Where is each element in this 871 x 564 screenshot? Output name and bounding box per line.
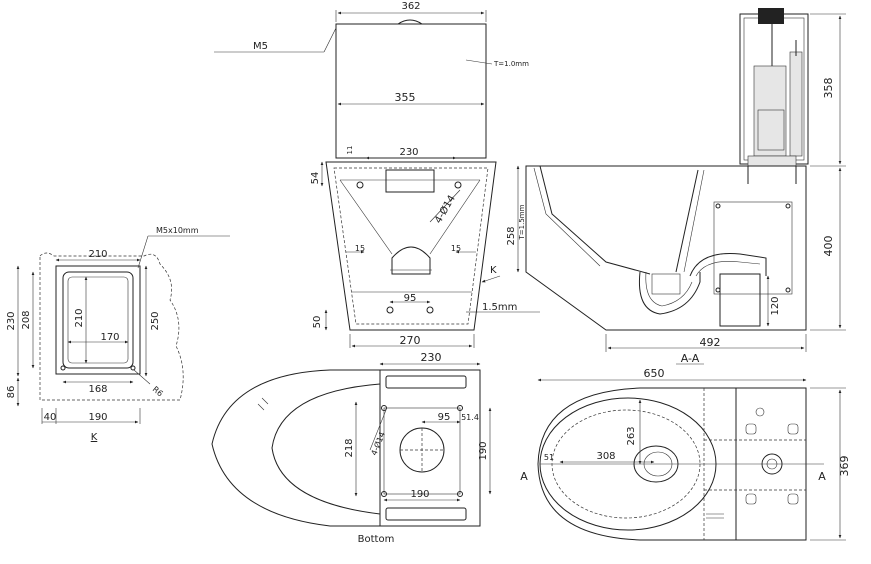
top-overall-width: 369 <box>838 456 851 477</box>
bowl-top-offset: 54 <box>310 172 321 185</box>
detail-k-inner-height: 210 <box>74 308 85 327</box>
detail-k-view: 210 M5x10mm 230 208 210 170 250 R6 168 8… <box>6 226 230 443</box>
bottom-width-bottom: 190 <box>410 489 429 500</box>
cistern-width-inner: 355 <box>395 91 416 104</box>
detail-k-radius: R6 <box>151 385 165 399</box>
section-inner-height: 258 <box>506 226 517 245</box>
top-overall-length: 650 <box>644 367 665 380</box>
top-bowl-length: 308 <box>596 451 615 462</box>
section-outlet-height: 120 <box>770 296 781 315</box>
cistern-front-view: 362 355 M5 T=1.0mm <box>214 1 529 159</box>
detail-k-left-offset: 40 <box>44 412 57 423</box>
section-thickness-label: T=1.5mm <box>518 204 526 240</box>
detail-k-inner-width: 170 <box>100 332 119 343</box>
detail-k-thread-label: M5x10mm <box>156 226 199 235</box>
bowl-small-offset: 11 <box>346 146 354 155</box>
bottom-height-right: 190 <box>478 441 489 460</box>
section-caption: A-A <box>681 352 700 365</box>
detail-k-height-outer: 230 <box>6 311 17 330</box>
section-aa-view: 358 400 258 T=1.5mm 120 492 A-A <box>506 8 846 365</box>
bottom-caption: Bottom <box>358 534 395 545</box>
bowl-section-marker: K <box>490 265 497 276</box>
bowl-front-view: 230 54 11 4-Ø14 15 15 95 50 270 1.5mm K <box>310 146 540 348</box>
bowl-sheet-label: 1.5mm <box>482 302 517 313</box>
bottom-hole-x: 95 <box>438 412 451 423</box>
bowl-side-offset-left: 15 <box>355 244 365 253</box>
section-base-length: 492 <box>700 336 721 349</box>
top-section-right: A <box>818 470 826 483</box>
cistern-thickness-label: T=1.0mm <box>493 60 529 68</box>
detail-k-width-top: 210 <box>88 249 107 260</box>
top-view: 650 263 51 308 369 A A <box>520 367 851 541</box>
detail-k-bottom-width: 168 <box>88 384 107 395</box>
bottom-hole-x2: 51.4 <box>461 413 479 422</box>
detail-k-height-mid: 208 <box>21 310 32 329</box>
section-cistern-height: 358 <box>822 78 835 99</box>
bottom-width-top: 230 <box>421 351 442 364</box>
bowl-hole-spacing: 230 <box>399 147 418 158</box>
bowl-bottom-height: 50 <box>312 316 323 329</box>
bowl-bottom-hole-spacing: 95 <box>404 293 417 304</box>
bottom-height-left: 218 <box>344 438 355 457</box>
cistern-thread-label: M5 <box>253 41 268 52</box>
top-small-dim: 51 <box>544 453 554 462</box>
bowl-bottom-width: 270 <box>400 334 421 347</box>
detail-k-right-height: 250 <box>150 311 161 330</box>
top-bowl-depth: 263 <box>626 426 637 445</box>
detail-k-overall-width: 190 <box>88 412 107 423</box>
detail-k-bottom-height: 86 <box>6 386 17 399</box>
section-total-height: 400 <box>822 236 835 257</box>
bowl-side-offset-right: 15 <box>451 244 461 253</box>
top-section-left: A <box>520 470 528 483</box>
bowl-hole-diameter: 4-Ø14 <box>432 193 458 225</box>
detail-k-caption: K <box>91 432 98 443</box>
cistern-width-top: 362 <box>401 1 420 12</box>
bottom-view: 230 4-Ø14 218 95 51.4 190 190 Bottom <box>211 351 492 545</box>
